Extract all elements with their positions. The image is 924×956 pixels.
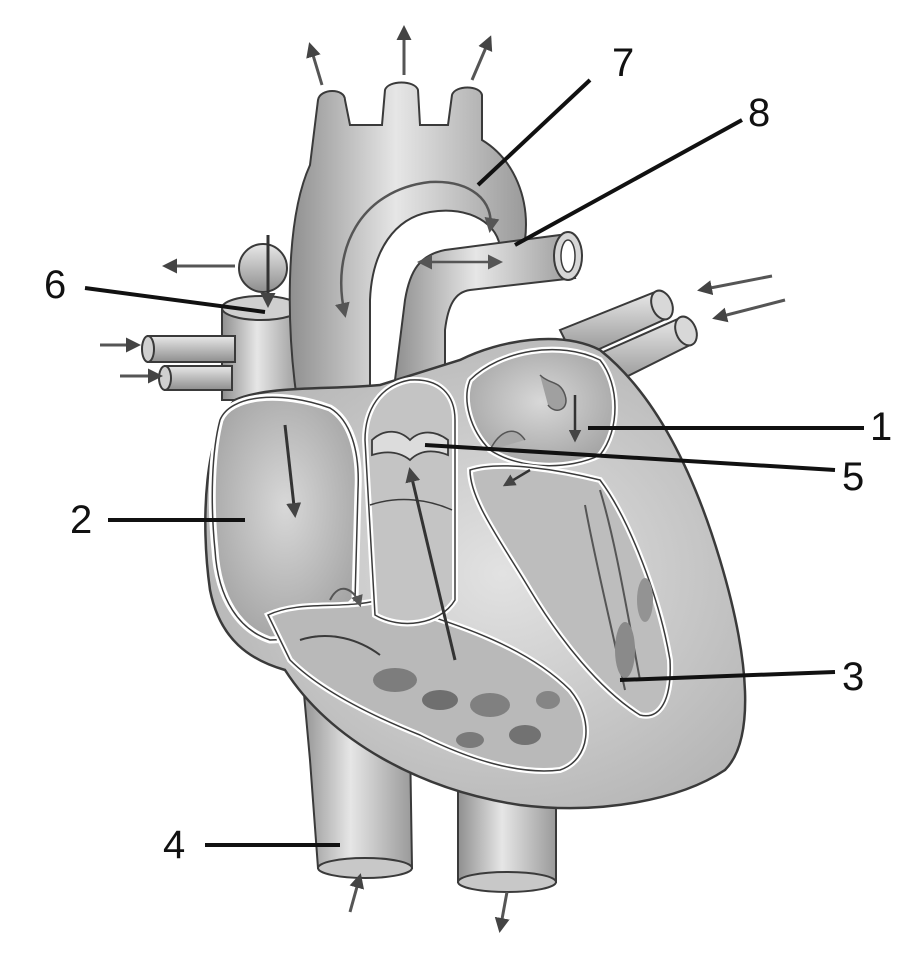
right-pulmonary-veins xyxy=(141,335,236,391)
number-labels: 7 8 6 1 5 2 3 4 xyxy=(44,41,892,867)
label-6: 6 xyxy=(44,263,66,307)
label-2: 2 xyxy=(70,498,92,542)
label-8: 8 xyxy=(748,91,770,135)
label-4: 4 xyxy=(163,823,185,867)
left-ventricle xyxy=(466,430,674,719)
label-1: 1 xyxy=(870,405,892,449)
label-3: 3 xyxy=(842,655,864,699)
pulmonary-trunk xyxy=(393,231,583,397)
leader-line-6 xyxy=(84,286,266,314)
leader-line-8 xyxy=(514,118,743,247)
label-7: 7 xyxy=(612,41,634,85)
leader-line-3 xyxy=(619,670,836,682)
aortic-arch xyxy=(288,81,527,421)
flow-arrows xyxy=(100,25,786,933)
aortic-valve xyxy=(371,430,449,462)
leader-line-5 xyxy=(424,443,836,472)
leader-lines xyxy=(84,78,864,847)
label-5: 5 xyxy=(842,455,864,499)
leader-line-7 xyxy=(476,78,592,187)
